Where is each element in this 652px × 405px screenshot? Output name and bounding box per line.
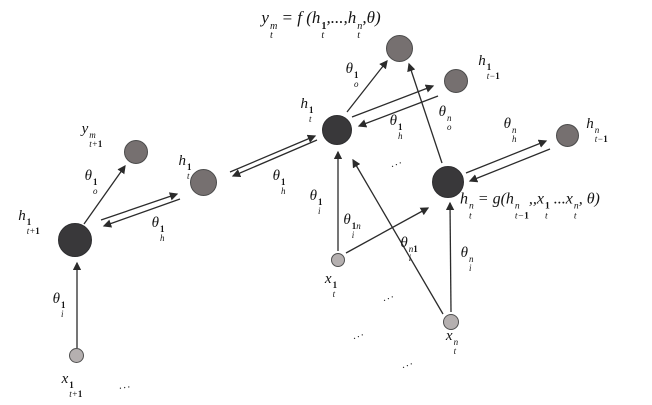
node-h-tm1-n [556, 124, 579, 147]
node-h-t-n [432, 166, 464, 198]
arrow-output-htn-to-yt [407, 62, 443, 164]
node-y-tp1-output [124, 140, 148, 164]
arrow-recurrent-ht1-to-ht1copy [231, 139, 318, 178]
node-x-t1-input [331, 253, 345, 267]
arrow-cross-xt1-to-htn [345, 207, 430, 254]
arrow-recurrent-htn-to-htm1n [465, 139, 548, 174]
node-h-t-1 [322, 115, 352, 145]
node-x-tn-input [443, 314, 459, 330]
arrow-cross-xtn-to-ht1 [352, 158, 444, 315]
arrow-output-htp1-to-ytp1 [83, 164, 126, 225]
arrow-recurrent-htm1-to-ht1 [357, 95, 439, 128]
arrow-output-ht1-to-yt [346, 60, 388, 113]
node-h-tp1-1 [58, 223, 92, 257]
node-h-tm1-1 [444, 69, 468, 93]
arrow-input-xtn-to-htn [445, 201, 455, 313]
arrow-recurrent-ht1copy-to-ht1 [229, 134, 317, 173]
arrow-recurrent-ht1-to-htm1 [351, 84, 435, 118]
arrow-recurrent-htp1-to-ht1copy [100, 192, 179, 221]
node-y-t-output [386, 35, 413, 62]
node-h-t-1-copy [190, 169, 217, 196]
arrow-recurrent-ht1copy-to-htp1 [102, 198, 181, 228]
node-x-tp1-input [69, 348, 84, 363]
arrow-recurrent-htm1n-to-htn [468, 148, 551, 183]
ellipsis-inputs-left: ... [117, 378, 133, 392]
